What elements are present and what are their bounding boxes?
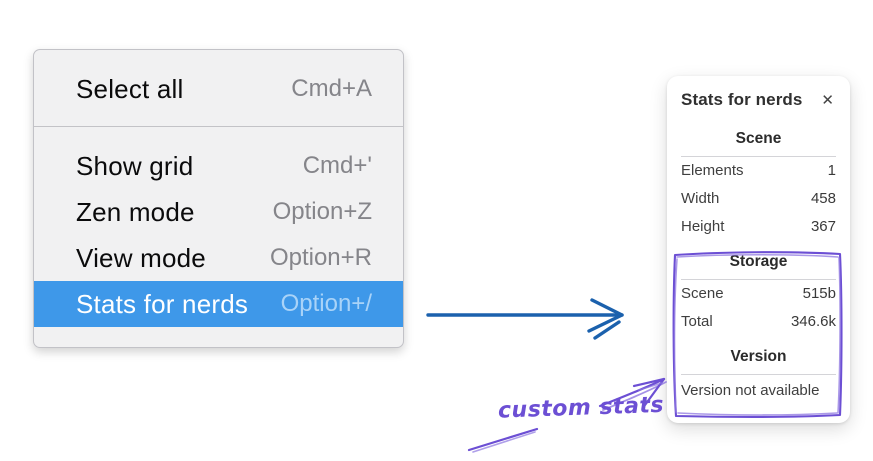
menu-item-shortcut: Option+Z bbox=[272, 198, 372, 225]
menu-item-label: Show grid bbox=[76, 150, 194, 181]
menu-item-label: Select all bbox=[76, 73, 184, 104]
stat-label: Height bbox=[681, 218, 725, 235]
menu-item-shortcut: Cmd+A bbox=[291, 75, 372, 102]
close-icon[interactable]: ✕ bbox=[821, 91, 834, 109]
stat-value: 515b bbox=[802, 285, 836, 302]
stat-label: Width bbox=[681, 190, 720, 207]
menu-item-label: View mode bbox=[76, 242, 206, 273]
section-heading: Scene bbox=[735, 130, 782, 147]
menu-item-show-grid[interactable]: Show grid Cmd+' bbox=[34, 143, 403, 189]
version-note: Version not available bbox=[681, 382, 820, 399]
menu-item-zen-mode[interactable]: Zen mode Option+Z bbox=[34, 189, 403, 235]
section-divider bbox=[681, 156, 836, 157]
menu-separator bbox=[34, 126, 403, 127]
stat-label: Elements bbox=[681, 162, 744, 179]
section-scene: Scene Elements 1 Width 458 Height 367 bbox=[681, 128, 836, 241]
menu-group-bottom: Show grid Cmd+' Zen mode Option+Z View m… bbox=[34, 127, 403, 347]
stat-row-elements: Elements 1 bbox=[681, 157, 836, 185]
menu-item-view-mode[interactable]: View mode Option+R bbox=[34, 235, 403, 281]
section-heading: Storage bbox=[729, 253, 788, 270]
stat-row-total-size: Total 346.6k bbox=[681, 308, 836, 336]
stat-row-width: Width 458 bbox=[681, 185, 836, 213]
menu-item-shortcut: Option+/ bbox=[280, 290, 372, 317]
section-version: Version Version not available bbox=[681, 346, 836, 405]
menu-item-shortcut: Option+R bbox=[269, 244, 372, 271]
menu-item-label: Stats for nerds bbox=[76, 288, 249, 319]
stat-label: Scene bbox=[681, 285, 724, 302]
section-heading: Version bbox=[730, 348, 787, 365]
stats-panel-header: Stats for nerds ✕ bbox=[681, 88, 836, 112]
panel-title: Stats for nerds bbox=[681, 90, 803, 109]
menu-item-select-all[interactable]: Select all Cmd+A bbox=[34, 65, 403, 113]
section-storage: Storage Scene 515b Total 346.6k bbox=[681, 251, 836, 336]
menu-item-shortcut: Cmd+' bbox=[302, 152, 372, 179]
menu-item-label: Zen mode bbox=[76, 196, 195, 227]
stat-label: Total bbox=[681, 313, 713, 330]
stat-value: 367 bbox=[810, 218, 836, 235]
stats-panel: Stats for nerds ✕ Scene Elements 1 Width… bbox=[667, 76, 850, 423]
stat-value: 458 bbox=[810, 190, 836, 207]
stat-row-height: Height 367 bbox=[681, 213, 836, 241]
menu-item-stats-for-nerds[interactable]: Stats for nerds Option+/ bbox=[34, 281, 403, 327]
stat-row-scene-size: Scene 515b bbox=[681, 280, 836, 308]
annotation-label: custom stats bbox=[497, 392, 665, 424]
section-divider bbox=[681, 374, 836, 375]
stat-value: 346.6k bbox=[790, 313, 836, 330]
stat-value: 1 bbox=[827, 162, 836, 179]
arrow-menu-to-panel-icon bbox=[426, 298, 624, 340]
menu-group-top: Select all Cmd+A bbox=[34, 50, 403, 126]
context-menu: Select all Cmd+A Show grid Cmd+' Zen mod… bbox=[33, 49, 404, 348]
